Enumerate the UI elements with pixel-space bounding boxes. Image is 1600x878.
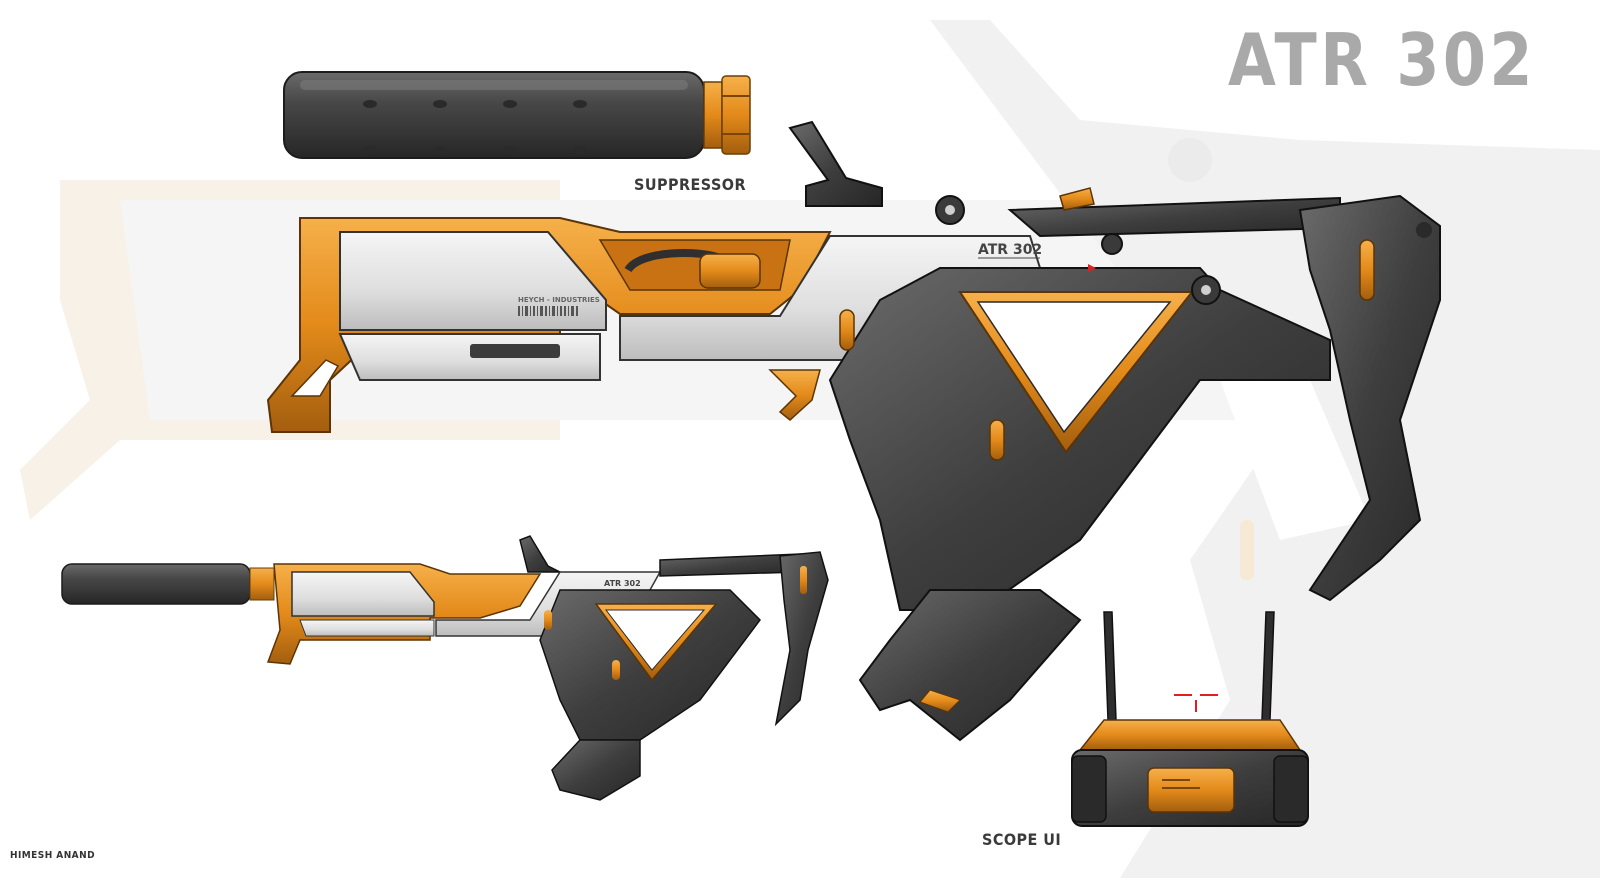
scope-ui-label: SCOPE UI (982, 830, 1062, 849)
artist-signature: HIMESH ANAND (10, 850, 96, 861)
manufacturer-marking: HEYCH - INDUSTRIES (518, 296, 600, 304)
small-receiver-marking: ATR 302 (604, 579, 641, 588)
receiver-marking: ATR 302 (978, 242, 1042, 258)
barcode-marking (518, 306, 578, 316)
suppressor-label: SUPPRESSOR (634, 175, 747, 194)
reticle-crosshair (1174, 694, 1218, 712)
suppressor-illustration (283, 71, 751, 159)
scope-illustration (1071, 611, 1309, 827)
assembled-rifle-illustration: ATR 302 (61, 535, 829, 801)
weapon-title: ATR 302 (1228, 18, 1536, 102)
main-rifle-illustration: ATR 302 HEYCH - INDUSTRIES (266, 120, 1441, 742)
